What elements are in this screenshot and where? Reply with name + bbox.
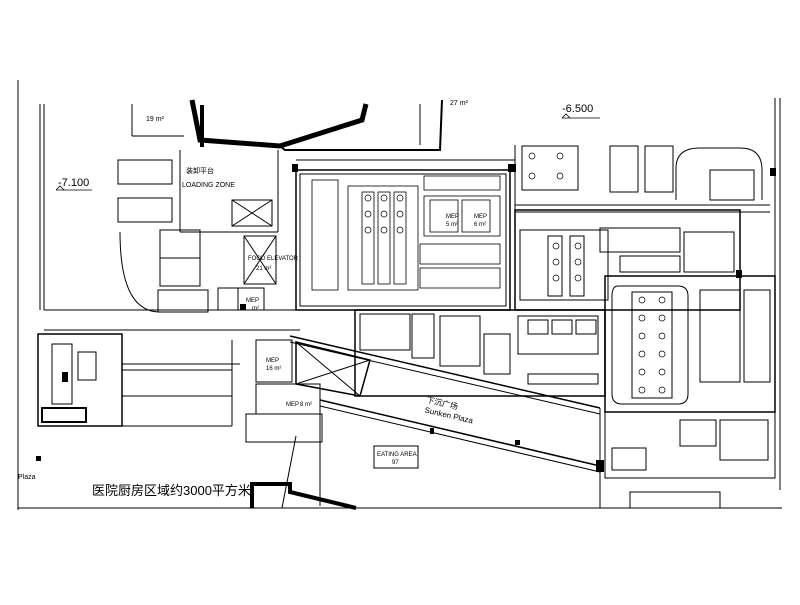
mep-room-b-area: 6 m²: [474, 222, 486, 228]
eating-area-num: 97: [392, 460, 399, 466]
eating-area-label: EATING AREA: [377, 452, 417, 458]
skylight: [295, 341, 371, 397]
plaza-edge-north: [289, 335, 601, 409]
dock-leveler: [231, 199, 273, 227]
eating-area-box: [373, 445, 419, 469]
mep-room-d-label: MEP: [286, 402, 300, 408]
area-label-top-left: 19 m²: [146, 116, 164, 123]
level-marker-west: -7.100: [58, 177, 90, 189]
mep-room-e-area: m²: [252, 306, 259, 312]
kitchen-area-note: 医院厨房区域约3000平方米: [92, 483, 251, 498]
kitchen-block-main: [295, 169, 511, 311]
food-elevator-area: 21 m²: [256, 266, 272, 272]
food-elevator: [243, 235, 277, 285]
level-marker-east: -6.500: [562, 103, 594, 115]
mep-room-a-area: 5 m²: [446, 222, 458, 228]
mep-room-b-label: MEP: [474, 214, 488, 220]
loading-parking-bay: [117, 197, 173, 223]
mep-room-d-area: 8 m²: [300, 402, 312, 408]
loading-parking-bay: [117, 159, 173, 185]
kitchen-block-east: [514, 209, 741, 311]
loading-zone-label-cn: 装卸平台: [186, 168, 214, 175]
loading-zone-label-en: LOADING ZONE: [182, 182, 235, 189]
kitchen-block-west: [37, 333, 123, 427]
food-elevator-label: FOOD ELEVATOR: [248, 256, 299, 262]
mep-room-a-label: MEP: [446, 214, 460, 220]
area-label-top-center: 27 m²: [450, 100, 468, 107]
mep-room-c-area: 16 m²: [266, 366, 282, 372]
kitchen-block-southeast: [604, 275, 776, 413]
plaza-edge-label: Plaza: [18, 474, 36, 481]
mep-room-c-label: MEP: [266, 358, 280, 364]
kitchen-block-south: [354, 309, 606, 397]
plaza-edge-south: [319, 399, 601, 467]
mep-room-e-label: MEP: [246, 298, 260, 304]
